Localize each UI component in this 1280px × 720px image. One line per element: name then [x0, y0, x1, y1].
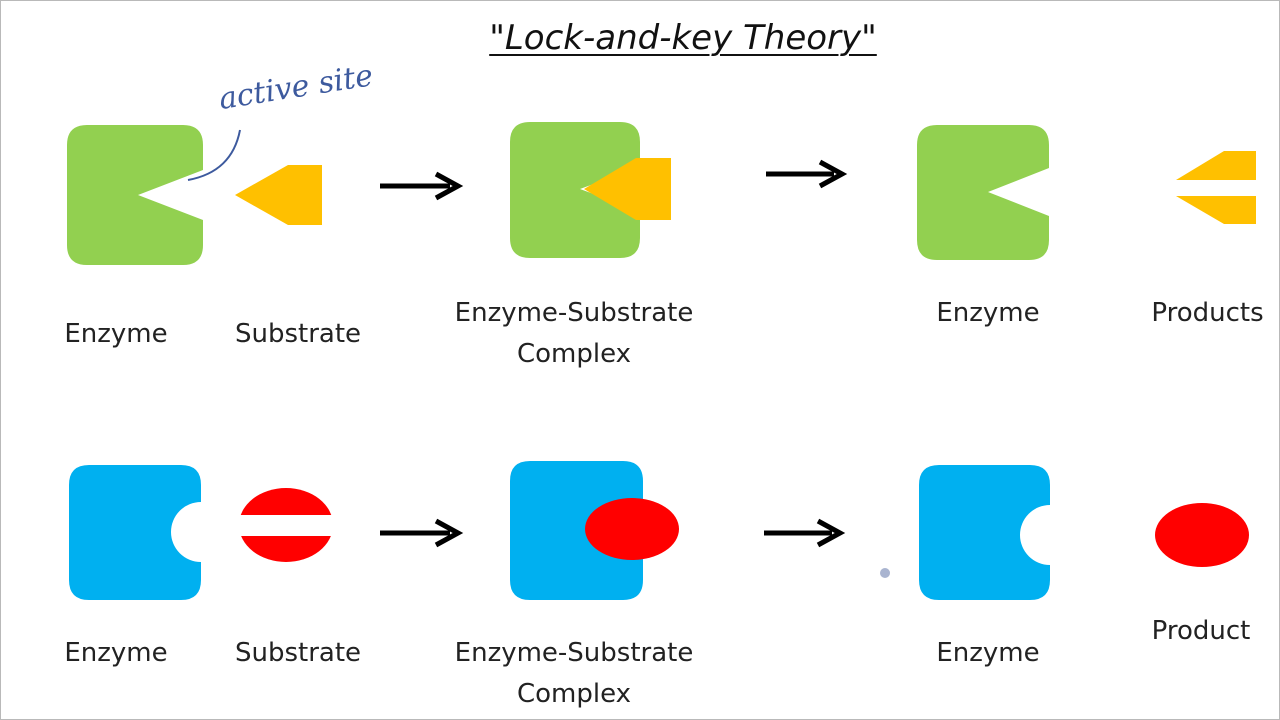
label-enzyme-row1: Enzyme — [64, 319, 168, 349]
label-complex-row1-line1: Enzyme-Substrate — [454, 298, 694, 328]
enzyme-blue-after — [919, 465, 1050, 600]
enzyme-substrate-complex-green — [510, 122, 640, 258]
product-lower-half — [1176, 196, 1256, 224]
arrow-1-row2 — [380, 518, 464, 548]
label-complex-row2-line1: Enzyme-Substrate — [454, 638, 694, 668]
label-enzyme-row2: Enzyme — [64, 638, 168, 668]
complex-substrate-triangle — [584, 158, 671, 220]
active-site-pointer — [187, 129, 241, 181]
arrow-2-row1 — [766, 159, 848, 189]
enzyme-blue-shape — [69, 465, 201, 600]
slide-title: "Lock-and-key Theory" — [0, 18, 1280, 58]
product-upper-half — [1176, 151, 1256, 180]
enzyme-substrate-complex-blue — [510, 461, 643, 600]
substrate-triangle-shape — [235, 165, 322, 225]
label-enzyme-after-row1: Enzyme — [936, 298, 1040, 328]
label-product: Product — [1151, 616, 1251, 646]
arrow-1-row1 — [380, 171, 464, 201]
label-complex-row2-line2: Complex — [516, 679, 632, 709]
slide-title-text: "Lock-and-key Theory" — [489, 18, 877, 58]
cursor-dot — [880, 568, 890, 578]
product-ellipse — [1155, 503, 1249, 567]
label-enzyme-after-row2: Enzyme — [936, 638, 1040, 668]
enzyme-green-after — [917, 125, 1049, 260]
label-products: Products — [1151, 298, 1264, 328]
substrate-split-ellipse — [236, 488, 336, 562]
complex-substrate-ellipse — [585, 498, 679, 560]
arrow-2-row2 — [764, 518, 846, 548]
label-complex-row1-line2: Complex — [516, 339, 632, 369]
label-substrate-row1: Substrate — [234, 319, 362, 349]
enzyme-green-shape — [67, 125, 203, 265]
label-substrate-row2: Substrate — [234, 638, 362, 668]
